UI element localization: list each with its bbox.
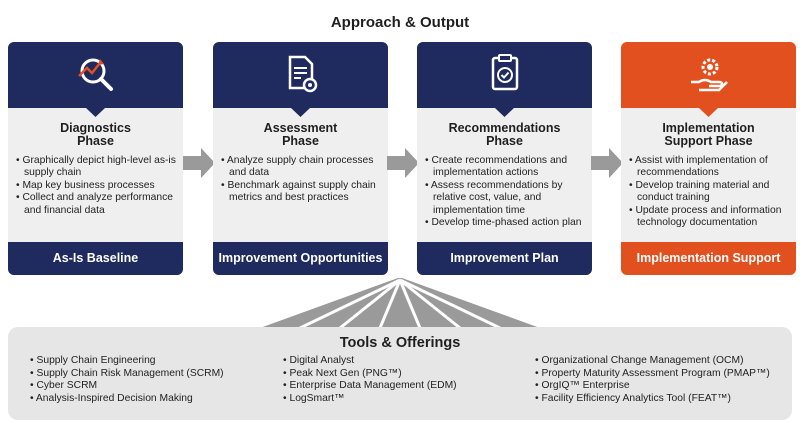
list-item: Supply Chain Engineering xyxy=(30,355,224,368)
list-item: Organizational Change Management (OCM) xyxy=(535,355,770,368)
list-item: OrgIQ™ Enterprise xyxy=(535,380,770,393)
list-item: Develop time-phased action plan xyxy=(425,217,586,229)
hand-gear-icon xyxy=(690,58,728,92)
list-item: Develop training material and conduct tr… xyxy=(629,180,790,205)
list-item: Create recommendations and implementatio… xyxy=(425,155,586,180)
list-item: Peak Next Gen (PNG™) xyxy=(283,368,457,381)
list-item: Graphically depict high-level as-is supp… xyxy=(16,155,177,180)
list-item: Assist with implementation of recommenda… xyxy=(629,155,790,180)
phase-bullets: Graphically depict high-level as-is supp… xyxy=(16,155,177,217)
list-item: Property Maturity Assessment Program (PM… xyxy=(535,368,769,381)
document-check-icon xyxy=(491,54,518,91)
list-item: Facility Efficiency Analytics Tool (FEAT… xyxy=(535,393,770,406)
arrow-right-icon xyxy=(591,148,623,178)
list-item: Collect and analyze performance and fina… xyxy=(16,192,177,217)
tools-column-3: Organizational Change Management (OCM) P… xyxy=(535,355,770,406)
tools-title: Tools & Offerings xyxy=(339,335,461,351)
phase-output-label: Improvement Opportunities xyxy=(213,242,388,275)
tools-column-1: Supply Chain Engineering Supply Chain Ri… xyxy=(30,355,224,405)
arrow-right-icon xyxy=(183,148,215,178)
list-item: Analyze supply chain processes and data xyxy=(221,155,382,180)
card-header xyxy=(8,42,183,117)
page-title: Approach & Output xyxy=(330,14,470,31)
list-item: Cyber SCRM xyxy=(30,380,224,393)
phase-output-label: As-Is Baseline xyxy=(8,242,183,275)
list-item: Map key business processes xyxy=(16,180,177,192)
phase-bullets: Assist with implementation of recommenda… xyxy=(629,155,790,229)
phase-bullets: Analyze supply chain processes and data … xyxy=(221,155,382,205)
fan-connector-graphic xyxy=(260,278,540,328)
list-item: Analysis-Inspired Decision Making xyxy=(30,393,224,406)
list-item: LogSmart™ xyxy=(283,393,457,406)
tools-column-2: Digital Analyst Peak Next Gen (PNG™) Ent… xyxy=(283,355,457,406)
phase-output-label: Improvement Plan xyxy=(417,242,592,275)
document-gear-icon xyxy=(288,55,317,93)
list-item: Digital Analyst xyxy=(283,355,457,368)
list-item: Update process and information technolog… xyxy=(629,205,790,230)
magnifier-chart-icon xyxy=(77,58,113,91)
phase-output-label: Implementation Support xyxy=(621,242,796,275)
tools-offerings-panel: Tools & Offerings Supply Chain Engineeri… xyxy=(8,327,792,420)
list-item: Supply Chain Risk Management (SCRM) xyxy=(30,368,223,381)
list-item: Enterprise Data Management (EDM) xyxy=(283,380,456,393)
list-item: Assess recommendations by relative cost,… xyxy=(425,180,586,217)
card-header xyxy=(213,42,388,117)
phase-bullets: Create recommendations and implementatio… xyxy=(425,155,586,229)
card-header xyxy=(417,42,592,117)
arrow-right-icon xyxy=(387,148,419,178)
card-header xyxy=(621,42,796,117)
list-item: Benchmark against supply chain metrics a… xyxy=(221,180,382,205)
